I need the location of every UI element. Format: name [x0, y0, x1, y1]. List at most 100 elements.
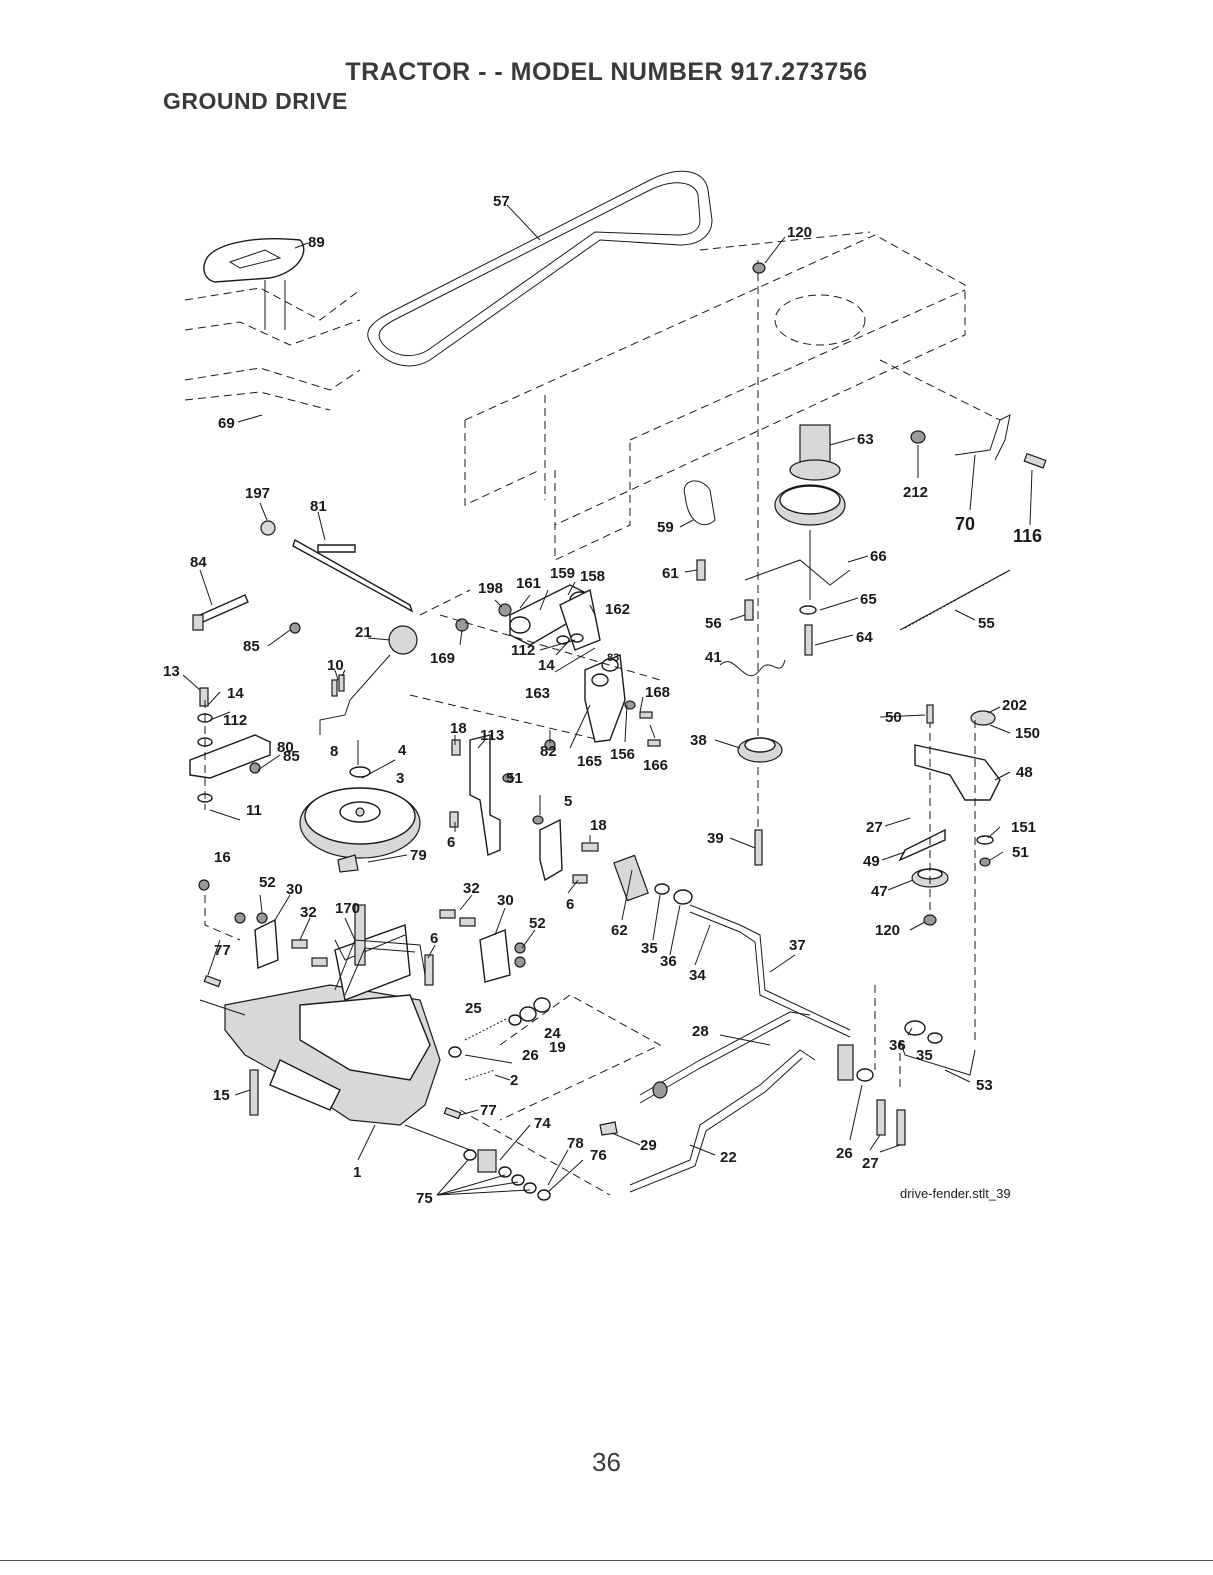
keys — [203, 939, 462, 1120]
main-chassis-frame — [464, 231, 1001, 561]
label-168: 168 — [645, 684, 670, 701]
upper-linkage-brackets — [409, 584, 661, 751]
label-1: 1 — [353, 1164, 361, 1181]
label-8: 8 — [330, 743, 338, 760]
label-163: 163 — [525, 685, 550, 702]
label-112: 112 — [511, 642, 535, 659]
label-49: 49 — [863, 853, 880, 870]
label-3: 3 — [396, 770, 404, 787]
label-156: 156 — [610, 746, 635, 763]
label-24: 24 — [544, 1025, 561, 1042]
label-158: 158 — [580, 568, 605, 585]
middle-brackets — [449, 734, 599, 884]
label-77b: 77 — [480, 1102, 497, 1119]
label-75: 75 — [416, 1190, 433, 1207]
label-21: 21 — [355, 624, 372, 641]
label-57: 57 — [493, 193, 510, 210]
label-74: 74 — [534, 1115, 551, 1132]
label-47: 47 — [871, 883, 888, 900]
label-32: 32 — [463, 880, 480, 897]
label-50: 50 — [885, 709, 902, 726]
label-61: 61 — [662, 565, 679, 582]
bottom-divider — [0, 1560, 1213, 1561]
label-120b: 120 — [875, 922, 900, 939]
label-30: 30 — [286, 881, 303, 898]
label-55: 55 — [978, 615, 995, 632]
label-70: 70 — [955, 514, 975, 534]
label-116: 116 — [1013, 526, 1042, 546]
label-6: 6 — [447, 834, 455, 851]
label-51b: 51 — [1012, 844, 1029, 861]
label-36: 36 — [660, 953, 677, 970]
label-59: 59 — [657, 519, 674, 536]
label-52: 52 — [259, 874, 276, 891]
label-6c: 6 — [430, 930, 438, 947]
label-5: 5 — [564, 793, 572, 810]
label-113: 113 — [480, 727, 504, 744]
label-26b: 26 — [836, 1145, 853, 1162]
label-150: 150 — [1015, 725, 1040, 742]
label-13: 13 — [163, 663, 180, 680]
rod-assembly-right — [910, 414, 1047, 469]
label-38: 38 — [690, 732, 707, 749]
label-89: 89 — [308, 234, 325, 251]
idler-pulley-assembly — [683, 260, 851, 866]
label-26: 26 — [522, 1047, 539, 1064]
label-10: 10 — [327, 657, 344, 674]
label-166: 166 — [643, 757, 668, 774]
label-32b: 32 — [300, 904, 317, 921]
label-159: 159 — [550, 565, 575, 582]
part-number-labels: 57 89 120 69 63 212 70 116 197 81 66 84 … — [163, 193, 1042, 1207]
label-64: 64 — [856, 629, 873, 646]
label-11: 11 — [246, 802, 262, 819]
label-165: 165 — [577, 753, 602, 770]
label-30b: 30 — [497, 892, 514, 909]
label-41: 41 — [705, 649, 722, 666]
label-161: 161 — [516, 575, 541, 592]
drive-belt — [367, 170, 713, 367]
axle-brackets — [198, 879, 526, 983]
label-85: 85 — [243, 638, 260, 655]
diagram-filename: drive-fender.stlt_39 — [900, 1186, 1011, 1201]
label-34: 34 — [689, 967, 706, 984]
label-82: 82 — [540, 743, 557, 760]
label-66: 66 — [870, 548, 887, 565]
shift-shafts — [192, 520, 471, 631]
label-53: 53 — [976, 1077, 993, 1094]
label-35b: 35 — [916, 1047, 933, 1064]
label-212: 212 — [903, 484, 928, 501]
label-169: 169 — [430, 650, 455, 667]
label-120: 120 — [787, 224, 812, 241]
label-27: 27 — [866, 819, 883, 836]
label-37: 37 — [789, 937, 806, 954]
label-151: 151 — [1011, 819, 1036, 836]
section-subtitle: GROUND DRIVE — [163, 88, 348, 114]
fender-frame — [184, 238, 361, 411]
label-36b: 36 — [889, 1037, 906, 1054]
label-14b: 14 — [227, 685, 244, 702]
label-76: 76 — [590, 1147, 607, 1164]
tension-spring — [899, 569, 1011, 631]
shift-lever — [319, 625, 418, 735]
label-6b: 6 — [566, 896, 574, 913]
label-202: 202 — [1002, 697, 1027, 714]
label-77: 77 — [214, 942, 231, 959]
label-62: 62 — [611, 922, 628, 939]
main-pulley — [299, 766, 421, 873]
label-112b: 112 — [223, 712, 247, 729]
page-number: 36 — [592, 1447, 621, 1477]
page-title: TRACTOR - - MODEL NUMBER 917.273756 — [345, 58, 868, 86]
label-162: 162 — [605, 601, 630, 618]
label-14: 14 — [538, 657, 555, 674]
label-170: 170 — [335, 900, 360, 917]
label-63: 63 — [857, 431, 874, 448]
label-18b: 18 — [590, 817, 607, 834]
label-25: 25 — [465, 1000, 482, 1017]
label-15: 15 — [213, 1087, 230, 1104]
label-52b: 52 — [529, 915, 546, 932]
clutch-spring-set — [448, 994, 662, 1121]
label-48: 48 — [1016, 764, 1033, 781]
label-27b: 27 — [862, 1155, 879, 1172]
label-78: 78 — [567, 1135, 584, 1152]
